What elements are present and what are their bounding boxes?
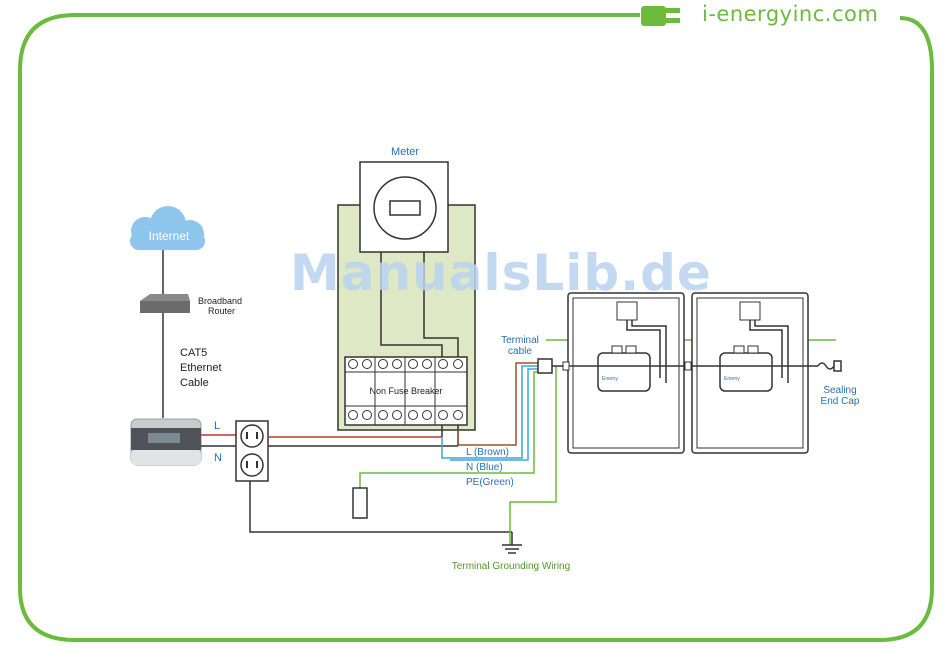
sealing-end-cap: [834, 361, 841, 371]
microinverter-2: [720, 346, 772, 391]
terminal-connector: [538, 359, 552, 373]
end-cap-label-2: End Cap: [821, 396, 860, 407]
ground-rod: [353, 488, 367, 518]
end-cap-label-1: Sealing: [823, 385, 856, 396]
watermark: ManualsLib.de: [290, 244, 712, 302]
inverter-logo-2: Enerny: [724, 376, 740, 382]
wire-pe-label: PE(Green): [466, 477, 514, 488]
cloud-icon: [130, 206, 205, 250]
cat5-label-2: Ethernet: [180, 362, 222, 374]
brand-site[interactable]: i-energyinc.com: [702, 2, 878, 26]
microinverter-1: [598, 346, 650, 391]
router-icon: [140, 294, 190, 313]
grounding-label: Terminal Grounding Wiring: [452, 561, 570, 572]
monitor-l-label: L: [214, 420, 220, 432]
cat5-label-1: CAT5: [180, 347, 207, 359]
cat5-label-3: Cable: [180, 377, 209, 389]
wire-n-label: N (Blue): [466, 462, 503, 473]
plug-icon: [641, 6, 680, 26]
terminal-cable-label-1: Terminal: [501, 335, 539, 346]
internet-label: Internet: [149, 229, 190, 243]
terminal-cable-label-2: cable: [508, 346, 532, 357]
inverter-logo-1: Enerny: [602, 376, 618, 382]
router-label-2: Router: [208, 306, 235, 316]
router-label-1: Broadband: [198, 296, 242, 306]
wire-l-label: L (Brown): [466, 447, 509, 458]
meter-label: Meter: [391, 146, 419, 158]
power-outlet: [236, 421, 268, 481]
breaker-label: Non Fuse Breaker: [369, 386, 442, 396]
monitor-n-label: N: [214, 452, 222, 464]
monitor-device: [131, 419, 201, 465]
ground-icon: [502, 532, 522, 553]
